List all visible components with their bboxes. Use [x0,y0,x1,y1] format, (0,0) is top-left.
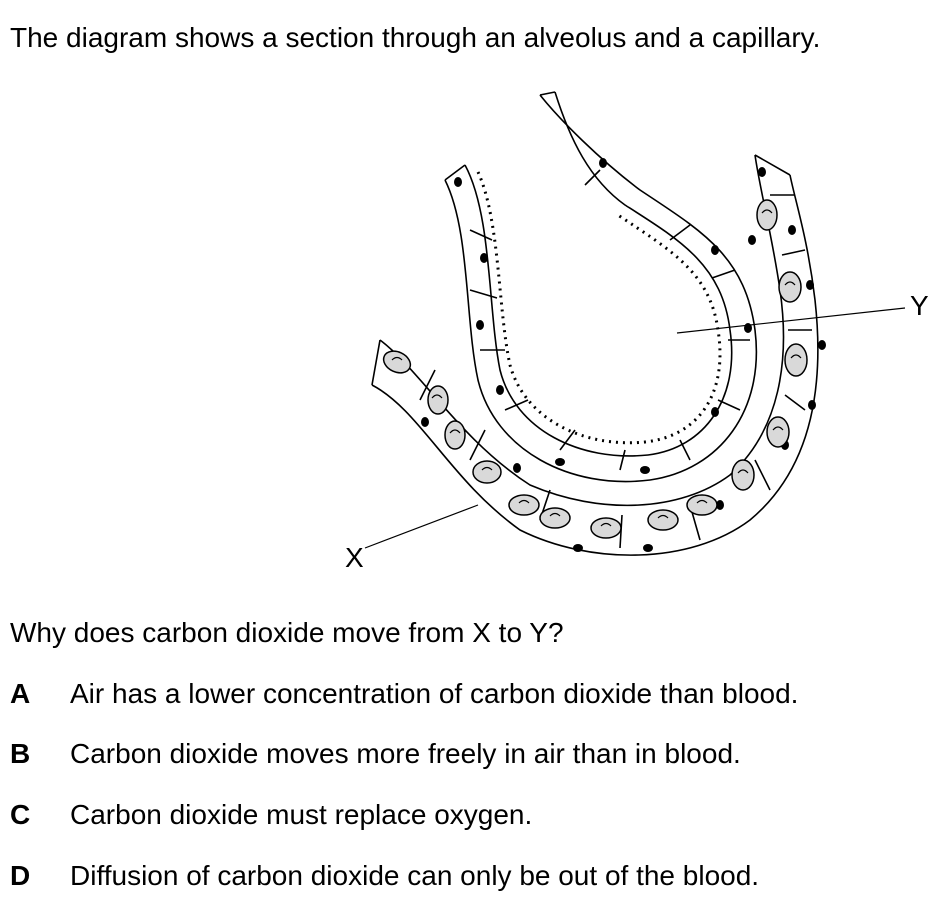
option-text: Diffusion of carbon dioxide can only be … [70,860,760,891]
intro-text: The diagram shows a section through an a… [10,22,821,53]
alveolus-wall-inner [464,91,733,457]
option-c[interactable]: C Carbon dioxide must replace oxygen. [10,797,532,833]
option-letter: A [10,678,31,709]
option-d[interactable]: D Diffusion of carbon dioxide can only b… [10,858,759,894]
option-text: Carbon dioxide moves more freely in air … [70,738,741,769]
red-blood-cells [382,199,808,539]
alveolus-wall-outer [444,94,758,483]
label-x-line [364,504,479,549]
option-letter: B [10,738,31,769]
alveolus-capillary-diagram: X Y [345,91,929,573]
option-a[interactable]: A Air has a lower concentration of carbo… [10,676,798,712]
alveolus-lining [476,171,722,445]
label-x: X [345,542,364,573]
option-text: Air has a lower concentration of carbon … [70,678,799,709]
option-text: Carbon dioxide must replace oxygen. [70,799,533,830]
option-b[interactable]: B Carbon dioxide moves more freely in ai… [10,736,741,772]
option-letter: D [10,860,31,891]
question-text: Why does carbon dioxide move from X to Y… [10,617,564,648]
label-y: Y [910,290,929,321]
capillary-wall-inner [379,154,785,507]
option-letter: C [10,799,31,830]
capillary-wall-outer [371,174,819,556]
label-y-line [676,307,906,334]
